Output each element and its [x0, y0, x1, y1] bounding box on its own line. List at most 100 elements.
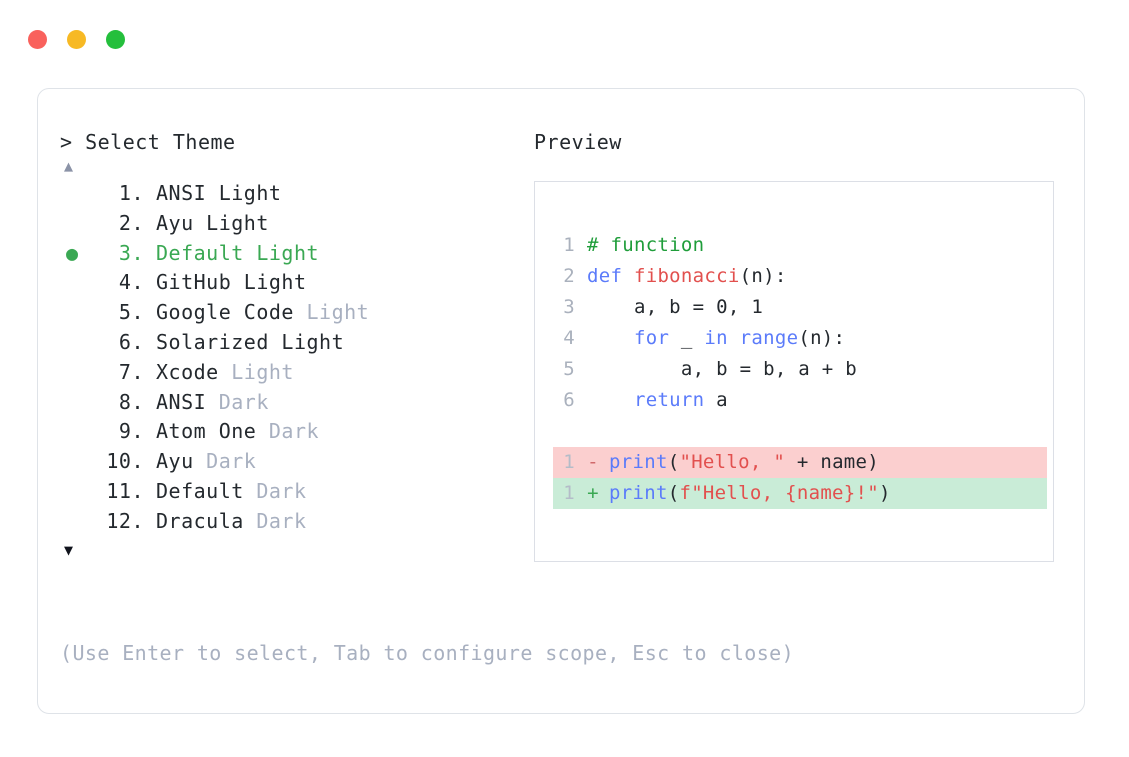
theme-item-index: 9.: [106, 419, 144, 444]
code-token: for: [633, 327, 670, 349]
theme-list-column: > Select Theme ▲ ● 1. ANSI Light ● 2.Ayu L…: [60, 129, 530, 561]
theme-list-item[interactable]: ● 1. ANSI Light: [60, 181, 530, 211]
code-token: 0: [716, 296, 728, 318]
keyboard-hint: (Use Enter to select, Tab to configure s…: [60, 641, 795, 665]
selected-bullet-icon: ●: [60, 390, 98, 414]
theme-item-variant: Dark: [256, 419, 320, 444]
theme-item-name: Default Light: [156, 240, 320, 265]
theme-item-index: 10.: [106, 449, 144, 474]
scroll-down-icon[interactable]: ▼: [64, 540, 74, 559]
selected-bullet-icon: ●: [66, 240, 79, 265]
code-token: return: [633, 389, 705, 411]
theme-item-index: 11.: [106, 478, 144, 503]
theme-item-name: Xcode: [156, 359, 219, 384]
theme-list-item[interactable]: ● 9.Atom One Dark: [60, 419, 530, 449]
theme-item-name: ANSI Light: [156, 181, 282, 205]
theme-item-variant: Dark: [193, 449, 257, 474]
selected-bullet-icon: ●: [60, 181, 98, 205]
theme-list-item[interactable]: ● 4. GitHub Light: [60, 270, 530, 300]
theme-list[interactable]: ● 1. ANSI Light ● 2.Ayu Light● 3.Default L…: [60, 181, 530, 539]
code-token: _: [669, 327, 705, 349]
theme-item-variant: Dark: [206, 389, 269, 414]
selected-bullet-icon: ●: [60, 211, 98, 235]
line-number: 4: [563, 327, 575, 349]
theme-item-variant: Dark: [243, 508, 307, 533]
code-token: a, b = b, a + b: [587, 358, 857, 380]
code-token: a: [704, 389, 728, 411]
diff-line-text: print("Hello, " + name): [609, 447, 883, 478]
theme-list-item[interactable]: ● 2.Ayu Light: [60, 211, 530, 241]
code-token: "Hello, ": [679, 451, 786, 473]
theme-item-name: Ayu Light: [156, 210, 269, 235]
code-line: 5 a, b = b, a + b: [553, 354, 1047, 385]
code-line: 3 a, b = 0, 1: [553, 292, 1047, 323]
code-line-text: a, b = b, a + b: [587, 354, 857, 385]
selected-bullet-icon: ●: [60, 449, 98, 473]
window-controls[interactable]: [28, 30, 125, 49]
selected-bullet-icon: ●: [60, 509, 98, 533]
line-number: 6: [563, 389, 575, 411]
theme-list-item[interactable]: ●11.Default Dark: [60, 479, 530, 509]
page-title: > Select Theme: [60, 130, 236, 154]
code-token: print: [609, 451, 668, 473]
code-token: # function: [587, 234, 705, 256]
code-token: (n):: [798, 327, 846, 349]
theme-item-name: Ayu: [156, 449, 194, 474]
code-line-text: for _ in range(n):: [587, 323, 845, 354]
diff-line-added: 1+print(f"Hello, {name}!"): [553, 478, 1047, 509]
theme-list-item[interactable]: ● 10. Ayu Dark: [60, 449, 530, 479]
code-line-text: def fibonacci(n):: [587, 261, 787, 292]
theme-item-name: Google Code: [156, 300, 294, 325]
line-number: 2: [563, 265, 575, 287]
theme-selector-panel: > Select Theme ▲ ● 1. ANSI Light ● 2.Ayu L…: [37, 88, 1085, 714]
diff-line-deleted: 1-print("Hello, " + name): [553, 447, 1047, 478]
theme-list-item[interactable]: ● 5.Google Code Light: [60, 300, 530, 330]
code-token: range: [739, 327, 799, 349]
theme-item-name: Dracula: [156, 508, 244, 533]
line-number: 3: [563, 296, 575, 318]
theme-item-name: GitHub Light: [156, 270, 307, 295]
code-token: (n):: [739, 265, 787, 287]
selected-bullet-icon: ●: [60, 419, 98, 443]
theme-item-variant: Light: [218, 359, 294, 384]
diff-sign: -: [587, 451, 599, 473]
scroll-up-icon[interactable]: ▲: [64, 157, 74, 175]
code-token: f"Hello, {name}!": [679, 482, 880, 504]
code-token: 1: [751, 296, 764, 318]
line-number: 1: [563, 234, 575, 256]
code-line-text: a, b = 0, 1: [587, 292, 763, 323]
code-token: [587, 389, 634, 411]
code-token: in: [704, 327, 740, 349]
code-token: print: [609, 482, 668, 504]
code-token: [587, 327, 634, 349]
code-token: a, b =: [587, 296, 717, 318]
code-token: + name): [785, 451, 880, 473]
theme-item-index: 8.: [106, 389, 144, 414]
theme-item-name: ANSI: [156, 389, 207, 414]
code-line: 4 for _ in range(n):: [553, 323, 1047, 354]
theme-list-item[interactable]: ● 3.Default Light: [60, 241, 530, 271]
theme-list-item[interactable]: ●12.Dracula Dark: [60, 509, 530, 539]
theme-list-item[interactable]: ● 6.Solarized Light: [60, 330, 530, 360]
preview-title: Preview: [534, 130, 622, 154]
diff-line-text: print(f"Hello, {name}!"): [609, 478, 895, 509]
maximize-icon[interactable]: [106, 30, 125, 49]
theme-item-name: Solarized Light: [156, 329, 345, 354]
code-token: (: [667, 482, 680, 504]
close-icon[interactable]: [28, 30, 47, 49]
theme-list-item[interactable]: ● 7.Xcode Light: [60, 360, 530, 390]
theme-item-index: 4.: [106, 270, 144, 295]
minimize-icon[interactable]: [67, 30, 86, 49]
selected-bullet-icon: ●: [60, 330, 98, 354]
selected-bullet-icon: ●: [60, 270, 98, 294]
code-token: (: [667, 451, 680, 473]
theme-item-variant: Light: [293, 300, 370, 325]
code-line: 6 return a: [553, 385, 1047, 416]
theme-item-index: 1.: [106, 181, 144, 205]
code-spacer: [553, 416, 1047, 447]
theme-list-item[interactable]: ● 8. ANSI Dark: [60, 390, 530, 420]
selected-bullet-icon: ●: [60, 300, 98, 324]
